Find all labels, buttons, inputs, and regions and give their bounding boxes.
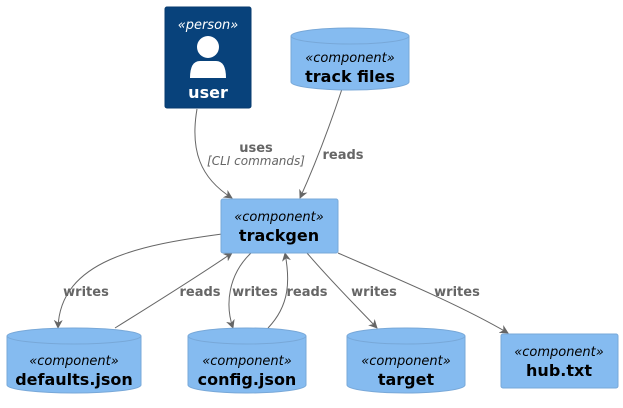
node-target-stereotype: «component» xyxy=(361,354,451,369)
node-user-stereotype: «person» xyxy=(178,18,239,33)
edge-user-uses-trackgen xyxy=(194,108,233,199)
node-hub-txt-stereotype: «component» xyxy=(514,345,604,360)
node-target[interactable]: «component» target xyxy=(346,327,466,394)
node-trackgen[interactable]: «component» trackgen xyxy=(220,198,339,254)
edge-label-writes-config: writes xyxy=(232,285,278,300)
edge-label-writes-defaults: writes xyxy=(63,285,109,300)
edge-label-writes-hub: writes xyxy=(434,285,480,300)
node-hub-txt-name: hub.txt xyxy=(526,361,592,380)
node-trackgen-name: trackgen xyxy=(239,226,319,245)
node-defaults-json-stereotype: «component» xyxy=(29,354,119,369)
edge-label-reads-trackfiles: reads xyxy=(322,148,363,163)
edge-trackgen-writes-config xyxy=(226,252,252,329)
node-user[interactable]: «person» user xyxy=(164,6,252,109)
node-track-files-name: track files xyxy=(305,67,395,86)
edge-trackgen-writes-defaults xyxy=(53,233,223,329)
node-config-json-name: config.json xyxy=(198,370,297,389)
edge-label-writes-target: writes xyxy=(351,285,397,300)
edge-defaults-reads-trackgen xyxy=(114,252,233,329)
edge-label-uses: uses xyxy=(239,141,273,156)
node-track-files-stereotype: «component» xyxy=(305,51,395,66)
node-hub-txt[interactable]: «component» hub.txt xyxy=(500,333,619,389)
node-trackgen-stereotype: «component» xyxy=(234,210,324,225)
node-target-name: target xyxy=(378,370,435,389)
node-config-json[interactable]: «component» config.json xyxy=(187,327,307,394)
node-user-name: user xyxy=(188,83,228,102)
edge-technology-cli-commands: [CLI commands] xyxy=(207,154,305,168)
edge-trackgen-writes-target xyxy=(306,252,378,329)
edge-trackgen-writes-hub xyxy=(337,252,509,334)
edge-trackfiles-reads-trackgen xyxy=(299,88,343,199)
edge-label-reads-defaults: reads xyxy=(179,285,220,300)
node-defaults-json[interactable]: «component» defaults.json xyxy=(6,327,142,394)
person-icon xyxy=(190,36,226,78)
edge-config-reads-trackgen xyxy=(267,252,291,329)
node-config-json-stereotype: «component» xyxy=(202,354,292,369)
node-track-files[interactable]: «component» track files xyxy=(290,27,410,91)
edge-label-reads-config: reads xyxy=(286,285,327,300)
node-defaults-json-name: defaults.json xyxy=(15,370,133,389)
